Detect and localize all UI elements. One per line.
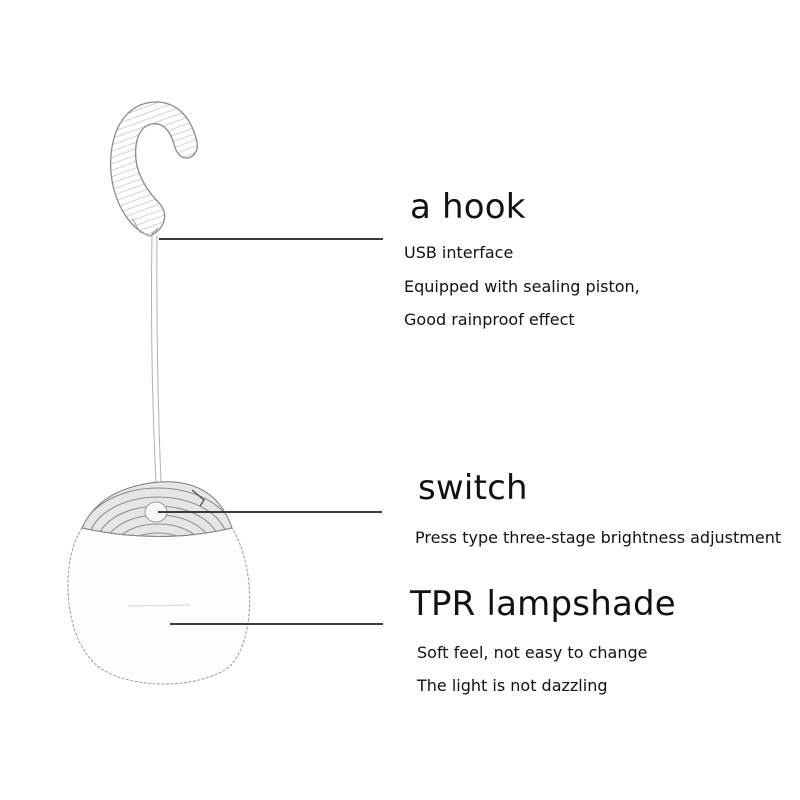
lampshade-title: TPR lampshade — [410, 584, 676, 624]
hook-title: a hook — [410, 187, 526, 227]
hook-leader-line — [159, 238, 383, 240]
hook-desc-line-1: USB interface — [404, 243, 514, 262]
lampshade-desc-line-1: Soft feel, not easy to change — [417, 643, 648, 662]
switch-title: switch — [418, 468, 528, 508]
hook-desc-line-3: Good rainproof effect — [404, 310, 575, 329]
switch-desc-line-1: Press type three-stage brightness adjust… — [415, 528, 782, 547]
hook-desc-line-2: Equipped with sealing piston, — [404, 277, 640, 296]
switch-leader-line — [158, 511, 382, 513]
lampshade-desc-line-2: The light is not dazzling — [417, 676, 608, 695]
hook-icon — [110, 101, 198, 237]
cord — [151, 235, 162, 485]
lampshade-leader-line — [170, 623, 383, 625]
lamp-body-icon — [67, 481, 251, 685]
